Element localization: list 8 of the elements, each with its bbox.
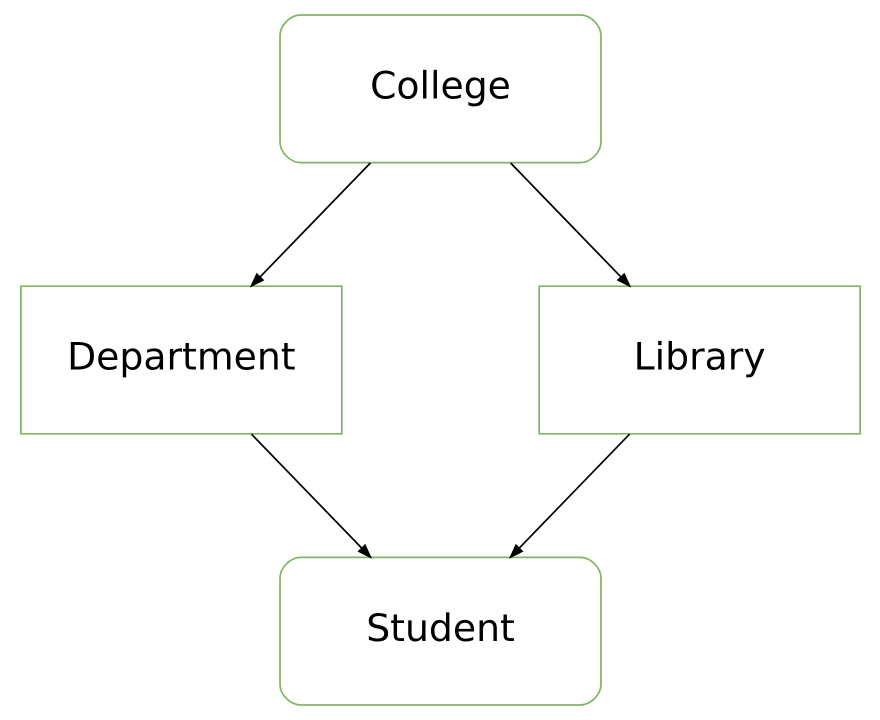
node-box: College [278,14,602,164]
arrow [508,434,630,559]
node-box: Student [278,556,602,706]
arrow [249,162,370,288]
arrow [510,162,631,288]
node-box: Department [20,285,342,435]
arrow [250,434,372,559]
node-box: Library [538,285,860,435]
